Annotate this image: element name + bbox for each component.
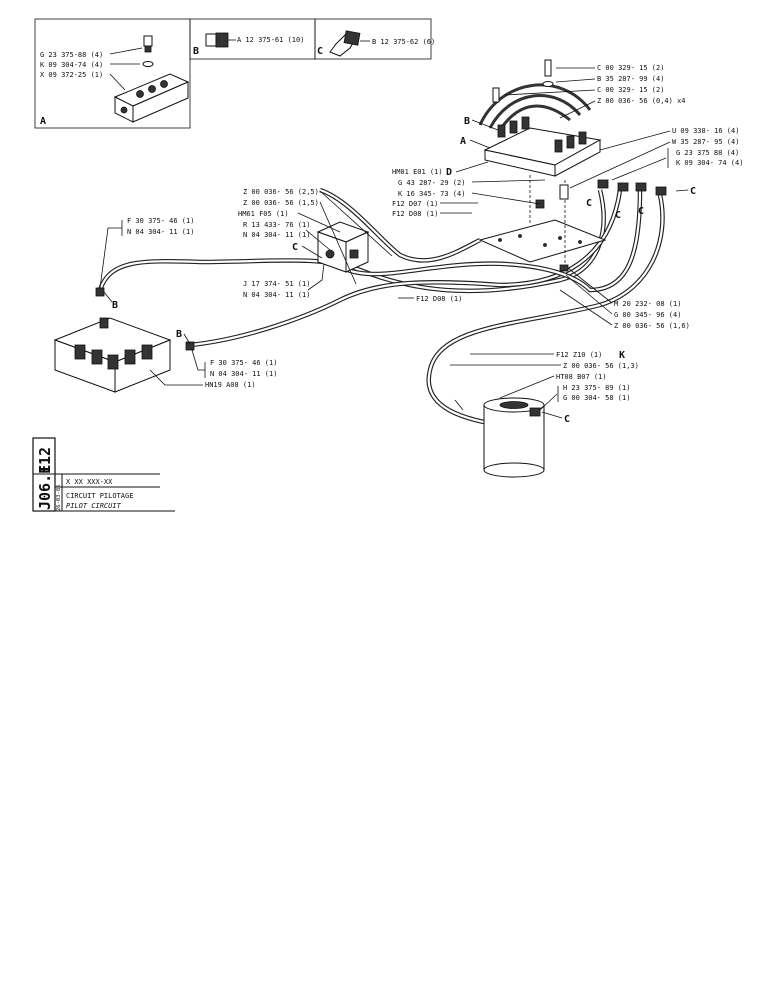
detail-box-c: C B 12 375-62 (6) [314,18,435,60]
label-c00329-b: C 00 329- 15 (2) [597,86,664,94]
pilot-control-unit [478,59,667,272]
callout-b-top: B [464,116,470,127]
label-n04304-b: N 04 304- 11 (1) [243,291,310,299]
label-b35287: B 35 287- 99 (4) [597,75,664,83]
callout-b-valve: B [176,329,182,340]
label-g00304: G 00 304- 58 (1) [563,394,630,402]
detail-a-label-3: X 09 372-25 (1) [40,71,103,79]
label-c00329-a: C 00 329- 15 (2) [597,64,664,72]
detail-a-label-2: K 09 304-74 (4) [40,61,103,69]
callout-a-top: A [460,136,466,147]
detail-letter-b: B [193,46,199,57]
label-z00036-04: Z 00 036- 56 (0,4) x4 [597,97,686,105]
label-d: D [446,167,452,178]
label-f30375-a: F 30 375- 46 (1) [127,217,194,225]
label-g23375: G 23 375 88 (4) [676,149,739,157]
detail-c-label: B 12 375-62 (6) [372,38,435,46]
detail-box-b: B A 12 375-61 (10) [189,18,316,60]
straight-fitting [205,32,236,48]
labels-left: F 30 375- 46 (1) N 04 304- 11 (1) F 30 3… [99,217,277,389]
title-block: F12 J06.1 26-03-85 X XX XXX-XX CIRCUIT P… [32,437,175,512]
label-w35287: W 35 287- 95 (4) [672,138,739,146]
callout-c-3: C [638,206,644,217]
label-k: K [619,350,625,361]
sheet-code-group: F12 [36,447,54,474]
detail-a-label-1: G 23 375-88 (4) [40,51,103,59]
label-g43287: G 43 287- 29 (2) [398,179,465,187]
detail-b-label: A 12 375-61 (10) [237,36,304,44]
detail-letter-c: C [317,46,323,57]
labels-right: M 20 232- 08 (1) G 00 345- 96 (4) Z 00 0… [559,267,690,330]
label-f12z10: F12 Z10 (1) [556,351,602,359]
label-j17374: J 17 374- 51 (1) [243,280,310,288]
labels-center: Z 00 036- 56 (2,5) Z 00 036- 56 (1,5) HM… [238,188,462,303]
sheet-reference: X XX XXX-XX [66,478,113,486]
label-hm01: HM01 E01 (1) [392,168,443,176]
label-hn19: HN19 A08 (1) [205,381,256,389]
elbow-fitting [329,30,370,57]
label-f30375-b: F 30 375- 46 (1) [210,359,277,367]
label-r13433: R 13 433- 76 (1) [243,221,310,229]
sheet-title-fr: CIRCUIT PILOTAGE [66,492,133,500]
sheet-code-number: J06.1 [36,465,54,510]
sheet-title-en: PILOT CIRCUIT [66,502,122,510]
label-f12d08-b: F12 D08 (1) [416,295,462,303]
label-k16345: K 16 345- 73 (4) [398,190,465,198]
label-m20232: M 20 232- 08 (1) [614,300,681,308]
main-control-valve [53,287,195,393]
label-z00036-25: Z 00 036- 56 (2,5) [243,188,319,196]
shuttle-valve [316,221,370,273]
callout-c-left: C [292,242,298,253]
label-n04304-d: N 04 304- 11 (1) [210,370,277,378]
label-z00036-15: Z 00 036- 56 (1,5) [243,199,319,207]
detail-box-a: A G 23 375-88 (4) K 09 304-74 (4) X 09 3… [34,18,191,129]
label-k09304: K 09 304- 74 (4) [676,159,743,167]
sheet-date: 26-03-85 [56,485,62,512]
label-ht08: HT08 B07 (1) [556,373,607,381]
label-z00036-16: Z 00 036- 56 (1,6) [614,322,690,330]
label-f12d08: F12 D08 (1) [392,210,438,218]
labels-mid: HM01 E01 (1) D G 43 287- 29 (2) K 16 345… [392,161,546,218]
label-h23375: H 23 375- 89 (1) [563,384,630,392]
hydraulic-cylinder [454,397,545,478]
label-f12d07: F12 D07 (1) [392,200,438,208]
labels-top-right: C 00 329- 15 (2) B 35 287- 99 (4) C 00 3… [504,64,743,189]
label-n04304-c: N 04 304- 11 (1) [127,228,194,236]
callout-c-cylinder: C [564,414,570,425]
label-u09338: U 09 338- 16 (4) [672,127,739,135]
callout-c-1: C [586,198,592,209]
label-hm61: HM61 F05 (1) [238,210,289,218]
manifold-block [113,35,190,123]
label-z00036-13: Z 00 036- 56 (1,3) [563,362,639,370]
callout-c-2: C [615,210,621,221]
hoses [97,187,665,429]
callout-c-4: C [690,186,696,197]
labels-cylinder: F12 Z10 (1) K Z 00 036- 56 (1,3) HT08 B0… [450,350,639,411]
label-g00345: G 00 345- 96 (4) [614,311,681,319]
label-n04304-a: N 04 304- 11 (1) [243,231,310,239]
callout-b-left: B [112,300,118,311]
detail-letter-a: A [40,116,46,127]
